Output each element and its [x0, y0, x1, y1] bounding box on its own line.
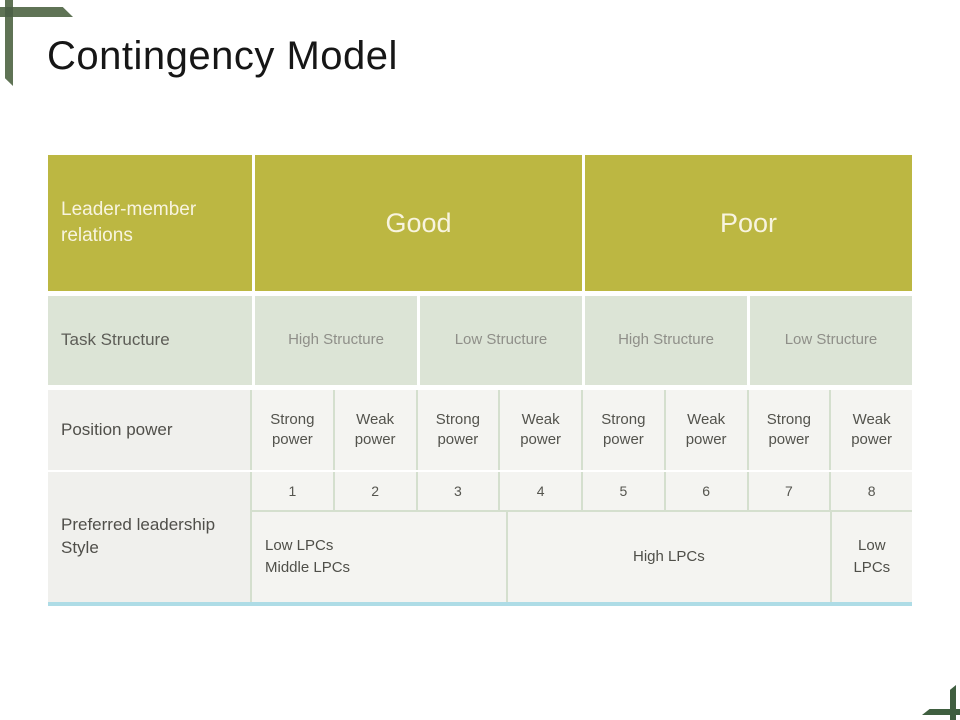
position-power-cell: Strong power: [252, 390, 335, 470]
task-structure-cell: Low Structure: [750, 296, 912, 385]
position-power-cell: Strong power: [417, 390, 501, 470]
preferred-leadership-label: Preferred leadership Style: [48, 472, 252, 602]
octant-cell: 7: [748, 472, 832, 510]
corner-decoration-bottom-right-vertical-bar: [950, 685, 956, 720]
lpc-cell-high: High LPCs: [508, 512, 832, 602]
task-structure-label: Task Structure: [48, 296, 252, 385]
task-structure-row: Task Structure High Structure Low Struct…: [48, 296, 912, 385]
position-power-cell: Weak power: [500, 390, 583, 470]
position-power-row: Position power Strong power Weak power S…: [48, 390, 912, 470]
corner-decoration-bottom-right-horizontal-bar: [922, 709, 960, 715]
octant-cell: 1: [252, 472, 335, 510]
octant-cell: 3: [417, 472, 501, 510]
lpc-cell-low: Low LPCs: [831, 512, 912, 602]
position-power-cell: Weak power: [665, 390, 749, 470]
header-cell-leader-member-relations: Leader-member relations: [48, 155, 252, 291]
position-power-cell: Weak power: [831, 390, 912, 470]
corner-decoration-top-left-horizontal-bar: [0, 7, 73, 17]
task-structure-cell: High Structure: [585, 296, 747, 385]
table-bottom-accent-line: [48, 602, 912, 606]
corner-decoration-top-left-intersection: [5, 7, 13, 17]
position-power-cell: Strong power: [748, 390, 832, 470]
position-power-label: Position power: [48, 390, 252, 470]
header-cell-poor: Poor: [585, 155, 912, 291]
octant-cell: 5: [583, 472, 666, 510]
contingency-table: Leader-member relations Good Poor Task S…: [48, 155, 912, 606]
octant-cell: 2: [334, 472, 418, 510]
octant-cell: 8: [831, 472, 912, 510]
octant-cell: 4: [500, 472, 583, 510]
task-structure-cell: High Structure: [255, 296, 417, 385]
task-structure-cell: Low Structure: [420, 296, 582, 385]
position-power-cell: Weak power: [334, 390, 418, 470]
lpc-row: Low LPCs Middle LPCs High LPCs Low LPCs: [252, 512, 912, 602]
leadership-cells: 1 2 3 4 5 6 7 8 Low LPCs Middle LPCs Hig…: [252, 472, 912, 602]
position-power-cell: Strong power: [583, 390, 666, 470]
header-cell-good: Good: [255, 155, 582, 291]
preferred-leadership-row: Preferred leadership Style 1 2 3 4 5 6 7…: [48, 472, 912, 602]
octant-cell: 6: [665, 472, 749, 510]
lpc-cell-low-middle: Low LPCs Middle LPCs: [252, 512, 509, 602]
header-row: Leader-member relations Good Poor: [48, 155, 912, 291]
octant-number-row: 1 2 3 4 5 6 7 8: [252, 472, 912, 512]
page-title: Contingency Model: [47, 34, 398, 78]
corner-decoration-top-left-vertical-bar: [5, 0, 13, 86]
